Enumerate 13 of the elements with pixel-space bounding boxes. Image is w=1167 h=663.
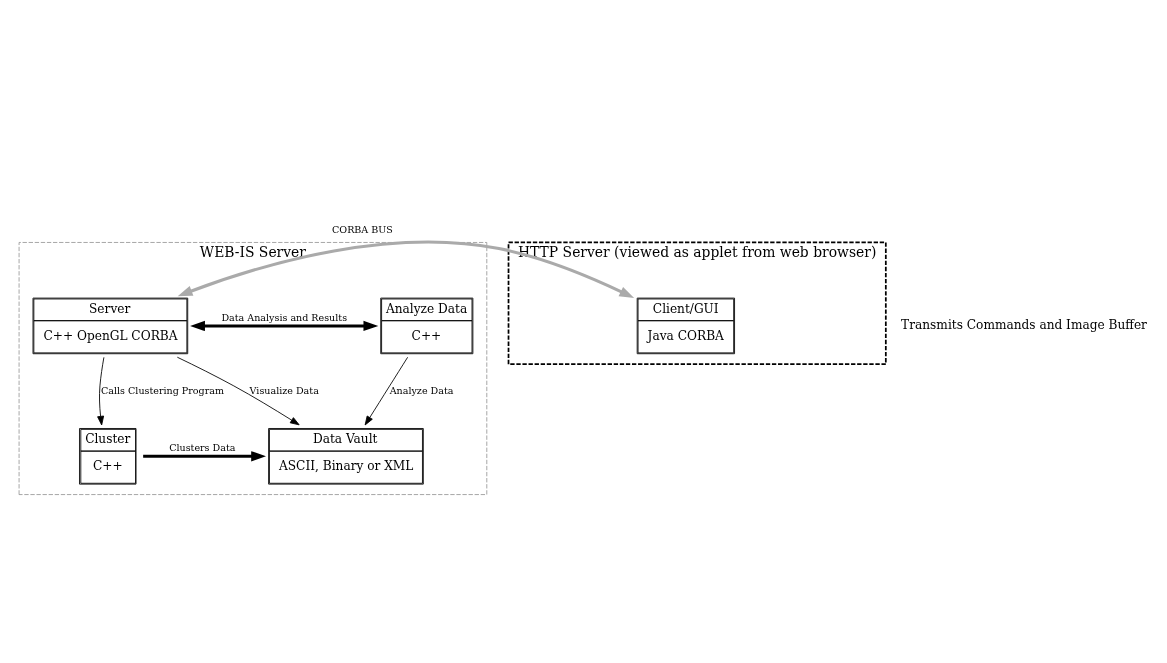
arrow xyxy=(177,240,635,298)
edge-label: Data Analysis and Results xyxy=(221,311,348,323)
edge-label: Calls Clustering Program xyxy=(101,384,225,396)
arrow xyxy=(143,450,266,461)
edge-label: Analyze Data xyxy=(389,384,454,396)
arrow xyxy=(364,356,409,425)
arrow xyxy=(190,320,379,331)
label: Transmits Commands and Image Buffer xyxy=(901,317,1147,332)
arrow xyxy=(97,356,105,425)
arrow xyxy=(176,356,300,425)
edge-label: Clusters Data xyxy=(169,441,236,453)
edge-label: Visualize Data xyxy=(249,384,319,396)
edge-label: CORBA BUS xyxy=(332,223,393,235)
